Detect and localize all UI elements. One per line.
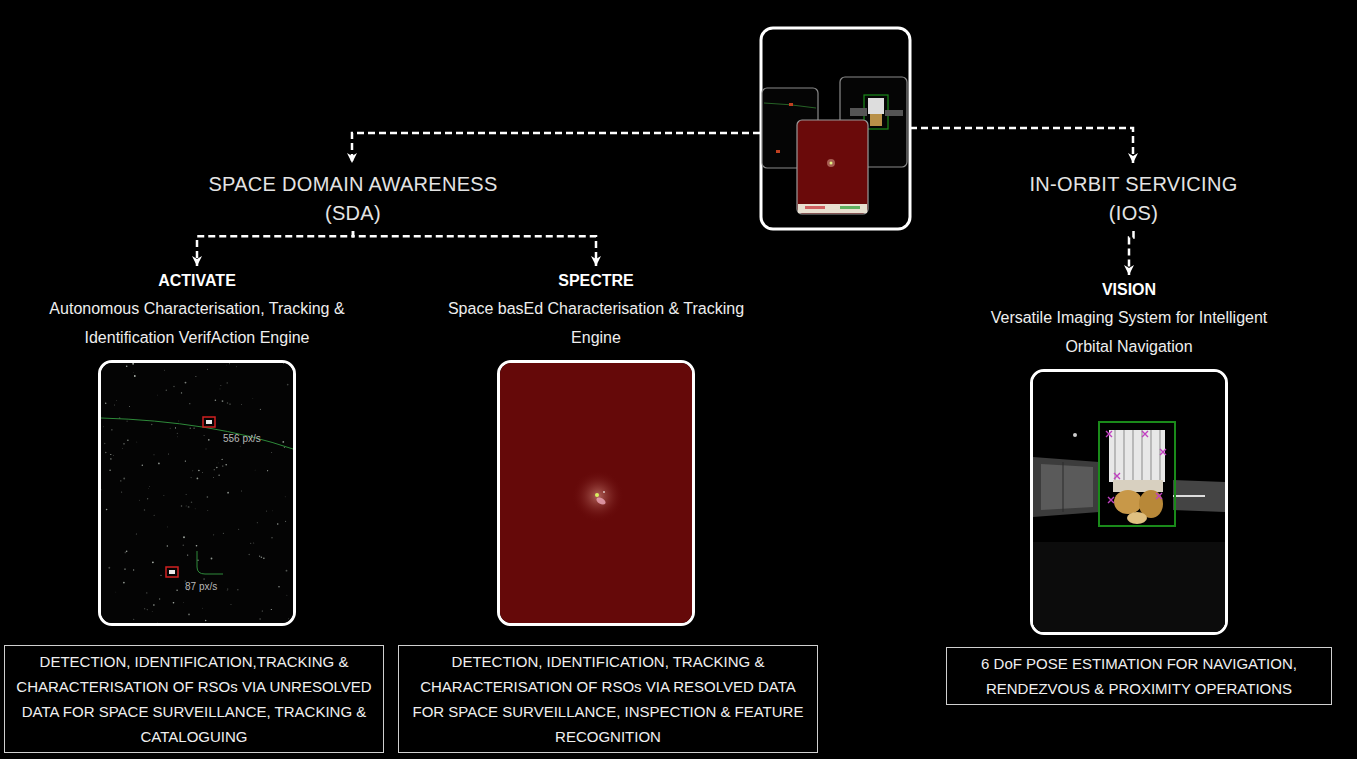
engine-subtitle: Versatile Imaging System for Intelligent… xyxy=(979,303,1279,361)
engine-panel: VISIONVersatile Imaging System for Intel… xyxy=(979,277,1279,635)
description-text: DETECTION, IDENTIFICATION,TRACKING & CHA… xyxy=(11,649,377,749)
section-heading: SPACE DOMAIN AWARENESS (SDA) xyxy=(193,170,513,228)
overview-thumbnail xyxy=(761,28,910,229)
dashed-connector xyxy=(197,231,353,266)
frame-illustration xyxy=(1033,372,1225,632)
engine-name: SPECTRE xyxy=(558,268,634,294)
engine-name: ACTIVATE xyxy=(158,268,236,294)
description-box: DETECTION, IDENTIFICATION,TRACKING & CHA… xyxy=(4,645,384,753)
frame-illustration xyxy=(500,363,692,623)
speed-label: 87 px/s xyxy=(185,581,217,593)
image-frame: 556 px/s 87 px/s xyxy=(98,360,296,626)
engine-name: VISION xyxy=(1102,277,1156,303)
speed-label: 556 px/s xyxy=(223,433,261,445)
description-text: 6 DoF POSE ESTIMATION FOR NAVIGATION, RE… xyxy=(953,651,1325,701)
engine-panel: SPECTRESpace basEd Characterisation & Tr… xyxy=(426,268,766,626)
engine-subtitle: Autonomous Characterisation, Tracking & … xyxy=(8,294,386,352)
dashed-connector xyxy=(1129,231,1134,275)
heading-text: IN-ORBIT SERVICING (IOS) xyxy=(1016,170,1251,228)
engine-panel: ACTIVATEAutonomous Characterisation, Tra… xyxy=(8,268,386,626)
description-box: 6 DoF POSE ESTIMATION FOR NAVIGATION, RE… xyxy=(946,647,1332,705)
dashed-connector xyxy=(353,231,596,266)
section-heading: IN-ORBIT SERVICING (IOS) xyxy=(1016,170,1251,228)
dashed-branch xyxy=(352,133,760,163)
engine-subtitle: Space basEd Characterisation & Tracking … xyxy=(426,294,766,352)
description-box: DETECTION, IDENTIFICATION, TRACKING & CH… xyxy=(398,645,818,753)
description-text: DETECTION, IDENTIFICATION, TRACKING & CH… xyxy=(405,649,811,749)
dashed-branch xyxy=(910,128,1133,163)
image-frame xyxy=(1030,369,1228,635)
image-frame xyxy=(497,360,695,626)
heading-text: SPACE DOMAIN AWARENESS (SDA) xyxy=(193,170,513,228)
